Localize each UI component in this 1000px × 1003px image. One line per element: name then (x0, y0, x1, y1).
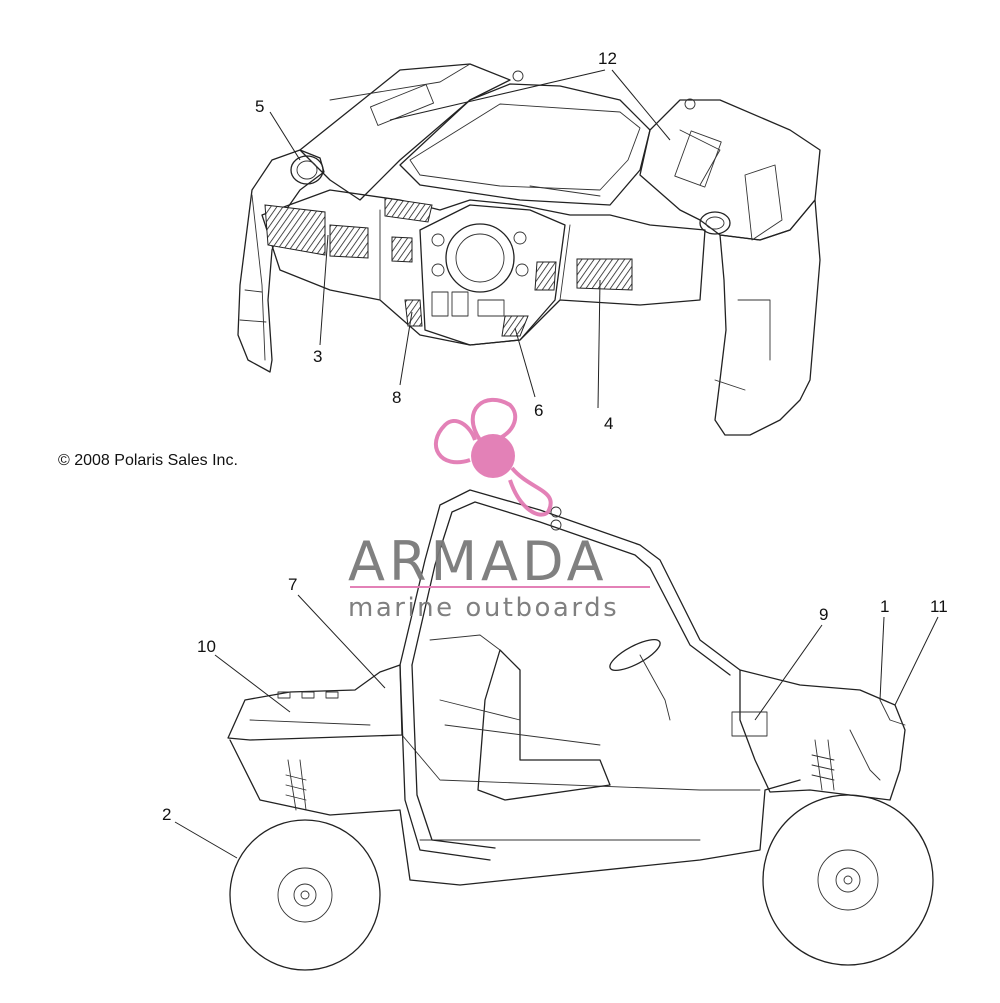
callout-3: 3 (313, 347, 322, 366)
callout-11: 11 (930, 597, 948, 616)
callout-1: 1 (880, 597, 889, 616)
decal-8-hatch (404, 299, 423, 327)
dashboard-hood-assembly (237, 63, 821, 436)
decal-6-hatch (501, 315, 529, 337)
watermark-tagline: marine outboards (348, 593, 619, 623)
leader-lines (174, 69, 939, 859)
callout-6: 6 (534, 401, 543, 420)
callout-10: 10 (197, 637, 216, 656)
callout-2: 2 (162, 805, 171, 824)
callout-8: 8 (392, 388, 401, 407)
callout-4: 4 (604, 414, 613, 433)
rear-wheel (229, 819, 381, 971)
decal-9-area (731, 711, 768, 737)
copyright-notice: © 2008 Polaris Sales Inc. (58, 452, 238, 469)
callout-12: 12 (598, 49, 617, 68)
watermark-brand: ARMADA (348, 530, 608, 593)
callout-5: 5 (255, 97, 264, 116)
watermark: ARMADA marine outboards (348, 398, 650, 623)
front-wheel (762, 794, 934, 966)
decal-3-hatch (264, 204, 326, 256)
propeller-logo (433, 398, 553, 517)
decal-4-hatch (576, 258, 633, 291)
callouts: 5 12 3 8 6 4 7 10 2 9 1 11 (162, 49, 948, 824)
vehicle-side-view (227, 489, 934, 971)
callout-7: 7 (288, 575, 297, 594)
callout-9: 9 (819, 605, 828, 624)
